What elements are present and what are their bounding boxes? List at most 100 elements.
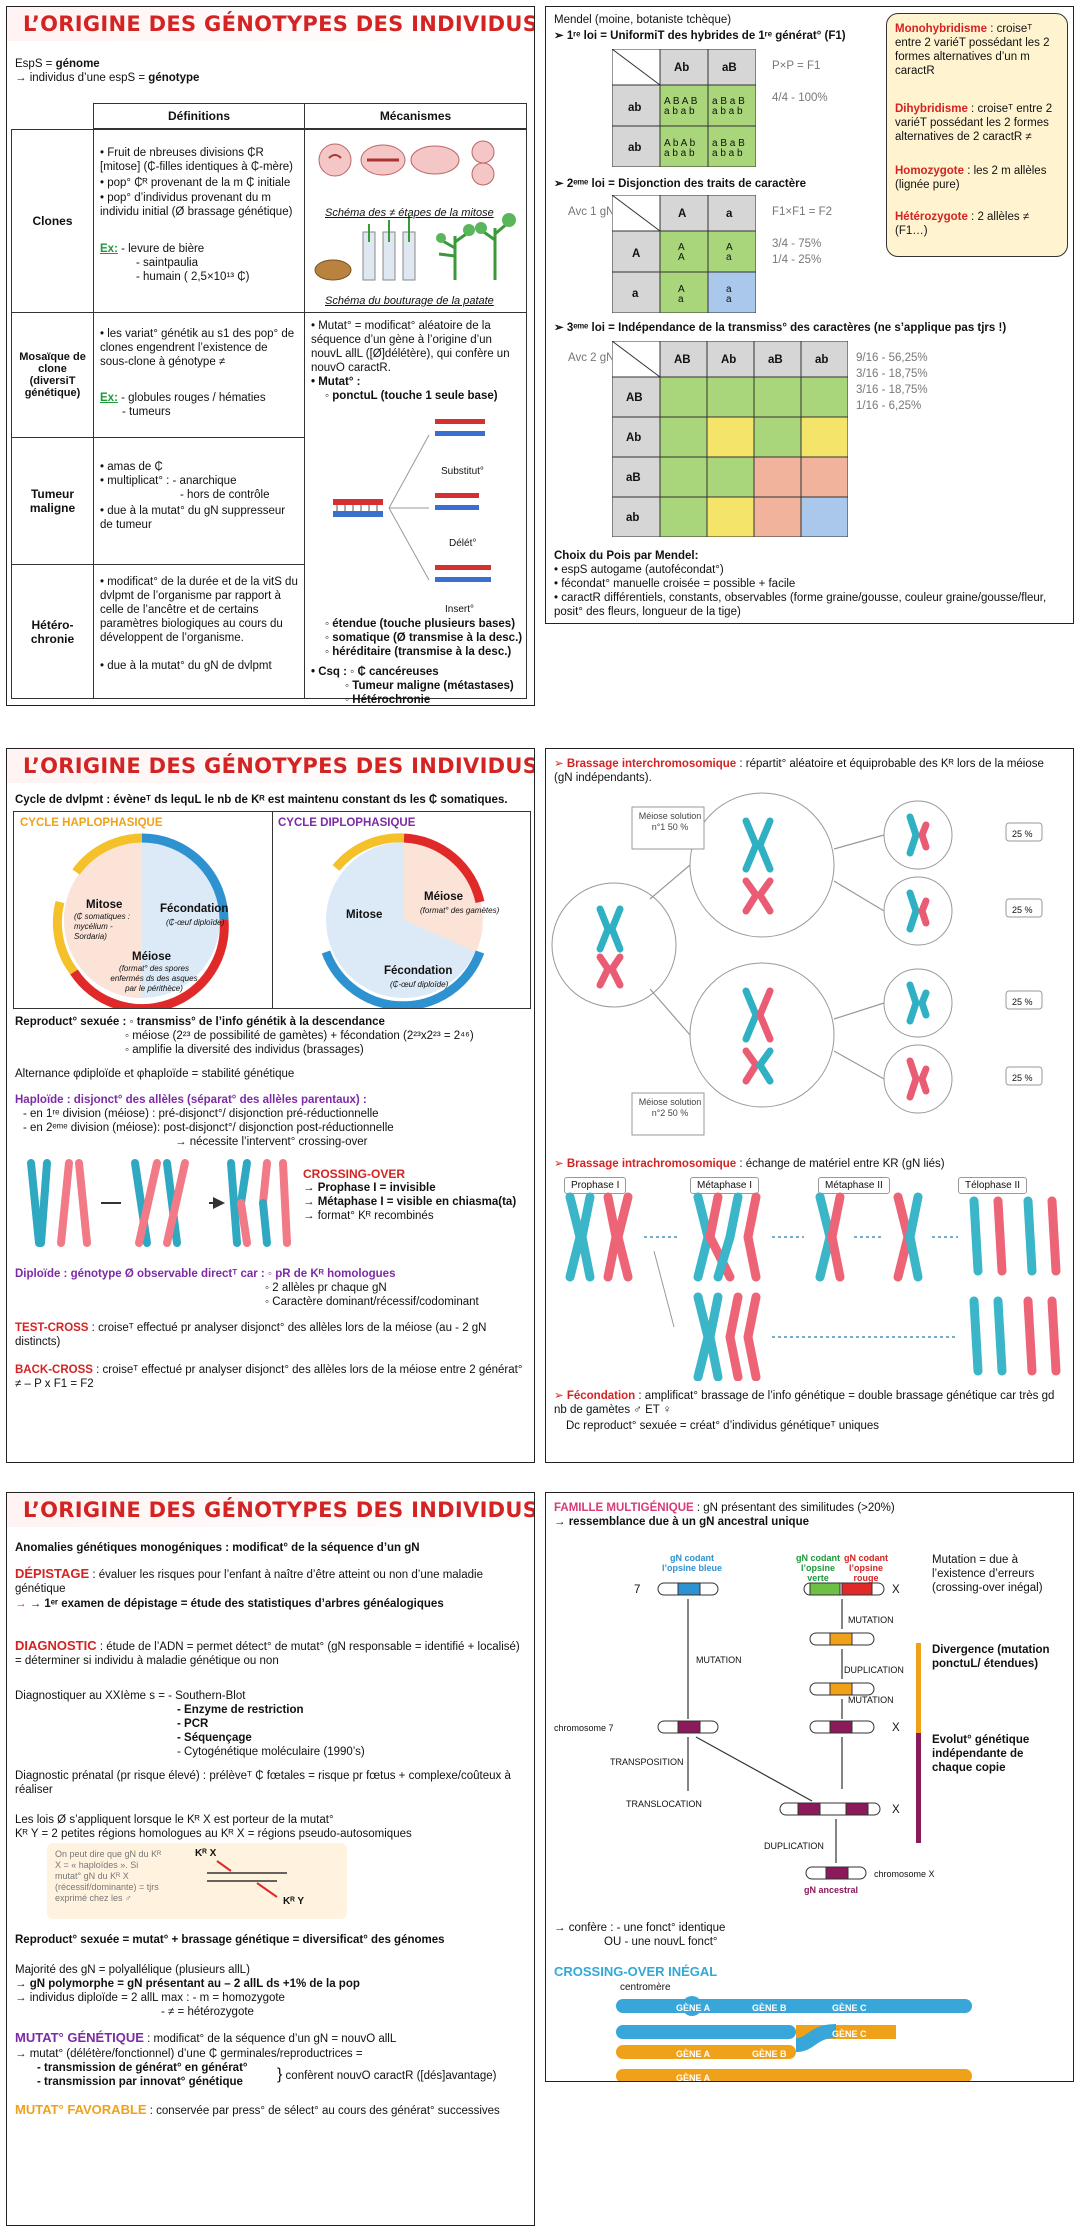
xx-3: - PCR [177, 1718, 209, 1730]
translocation-label: TRANSLOCATION [626, 1799, 702, 1809]
back-cross: BACK-CROSS : croiseᵀ effectué pr analyse… [15, 1364, 523, 1390]
haplo-mitose-sub: (₵ somatiques : mycélium - Sordaria) [74, 912, 131, 941]
g3-row-3: ab [626, 512, 640, 524]
anomalies: Anomalies génétiques monogéniques : modi… [15, 1542, 420, 1554]
multigene-family-diagram [657, 1582, 885, 1880]
panel-cycle: L’ORIGINE DES GÉNOTYPES DES INDIVIDUS Cy… [6, 748, 535, 1463]
bar-orange [916, 1643, 921, 1733]
diplo-mitose: Mitose [346, 909, 383, 921]
cycles-box: CYCLE HAPLOPHASIQUE CYCLE DIPLOPHASIQUE … [13, 811, 531, 1009]
mutation-label-2: MUTATION [848, 1615, 894, 1625]
polymorphe: → gN polymorphe = gN présentant au – 2 a… [15, 1978, 360, 1990]
g2-col-1: a [726, 208, 733, 220]
tumeur-def-3: - hors de contrôle [180, 489, 270, 501]
loi2-result-1: F1×F1 = F2 [772, 206, 833, 218]
chromosome-7: chromosome 7 [554, 1723, 614, 1733]
confere-2: OU - une nouvL fonct° [604, 1936, 718, 1948]
panel-famille: FAMILLE MULTIGÉNIQUE : gN présentant des… [545, 1492, 1074, 2082]
definitions-table: Définitions Mécanismes Clones Mosaïque d… [11, 103, 527, 705]
loi3-result-2: 3/16 - 18,75% [856, 368, 928, 380]
diplo-meiose-sub: (format° des gamètes) [420, 906, 500, 915]
g1-col-0: Ab [674, 62, 690, 74]
opsine-verte: gN codant l’opsine verte [796, 1553, 840, 1583]
panel-mendel: Mendel Mendel (moine, botaniste tchèque)… [545, 6, 1074, 624]
g1-col-1: aB [722, 62, 737, 74]
haplo-l2: - en 1ʳᵉ division (méiose) : pré-disjonc… [23, 1108, 379, 1120]
callout-hetero: Hétérozygote : 2 allèles ≠ (F1…) [895, 211, 1030, 237]
etendue: ◦ étendue (touche plusieurs bases) [325, 618, 516, 630]
row-head-heterochronie: Hétéro-chronie [11, 564, 94, 699]
mutat-def: • Mutat° = modificat° aléatoire de la sé… [311, 320, 510, 374]
loi-1: ➢ 1ʳᵉ loi = UniformiT des hybrides de 1ʳ… [554, 30, 846, 42]
diagnostic: DIAGNOSTIC : étude de l’ADN = permet dét… [15, 1638, 520, 1668]
diplo-fecond-sub: (₵-œuf diploïde) [390, 980, 449, 989]
repro-2: ◦ méiose (2²³ de possibilité de gamètes)… [125, 1030, 474, 1042]
callout-di: Dihybridisme : croiseᵀ entre 2 variéT po… [895, 103, 1053, 143]
xx-1: Diagnostiquer au XXIème s = - Southern-B… [15, 1690, 246, 1702]
co-1: → Prophase I = invisible [303, 1182, 436, 1194]
tumeur-def-4: • due à la mutat° du gN suppresseur de t… [100, 505, 286, 531]
row-head-mosaique: Mosaïque de clone (diversiT génétique) [11, 312, 94, 438]
loi3-result-4: 1/16 - 6,25% [856, 400, 922, 412]
haplo-mitose: Mitose [86, 899, 123, 911]
repro-3: ◦ amplifie la diversité des individus (b… [125, 1044, 364, 1056]
diplo-3: ◦ Caractère dominant/récessif/codominant [265, 1296, 479, 1308]
hetero-def-1: • modificat° de la durée et de la vitS d… [100, 576, 298, 644]
gene-b-2: GÈNE B [752, 2049, 787, 2059]
mg-5: } confèrent nouvO caractR ([dés]avantage… [277, 2066, 497, 2083]
meiose-solution-2: Méiose solution n°2 50 % [638, 1097, 702, 1118]
panel-anomalies: L’ORIGINE DES GÉNOTYPES DES INDIVIDUS An… [6, 1492, 535, 2226]
row-head-tumeur: Tumeur maligne [11, 437, 94, 565]
repro: Reproduct° sexuée = mutat° + brassage gé… [15, 1934, 445, 1946]
mosaique-ex-2: - tumeurs [122, 406, 171, 418]
phase-metaphase-1: Métaphase I [690, 1177, 760, 1194]
mutat-favorable: MUTAT° FAVORABLE : conservée par press° … [15, 2102, 500, 2118]
diplo-fecond: Fécondation [384, 965, 453, 977]
g3-row-1: Ab [626, 432, 642, 444]
haplo-meiose-sub: (format° des spores enfermés ds des asqu… [110, 964, 198, 993]
crossing-over-title: CROSSING-OVER [303, 1167, 406, 1181]
page-title: L’ORIGINE DES GÉNOTYPES DES INDIVIDUS [7, 1493, 534, 1527]
clones-def-3: • pop° d’individus provenant du m indivi… [100, 192, 293, 218]
individus: → individus diploïde = 2 allL max : - m … [15, 1992, 285, 2004]
mendel-text: Mendel (moine, botaniste tchèque) [554, 13, 732, 27]
prenatal: Diagnostic prénatal (pr risque élevé) : … [15, 1770, 511, 1796]
cell-clones-def: • Fruit de nbreuses divisions ₵R [mitose… [93, 129, 305, 313]
intro-line-2: → individus d’une espS = génotype [15, 72, 200, 84]
loi3-label: Avc 2 gN [568, 352, 615, 364]
cell-clones-meca: Schéma des ≠ étapes de la mitose Schéma … [304, 129, 527, 313]
side-bar [916, 1543, 921, 1663]
majorite: Majorité des gN = polyallélique (plusieu… [15, 1964, 250, 1976]
inter-line: ➢ Brassage interchromosomique : répartit… [554, 758, 1044, 784]
label-x-1: X [892, 1584, 900, 1596]
crossing-over-inegal: CROSSING-OVER INÉGAL [554, 1964, 718, 1979]
panel-definitions: L’ORIGINE DES GÉNOTYPES DES INDIVIDUS Es… [6, 6, 535, 706]
tumeur-def-1: • amas de ₵ [100, 461, 163, 473]
clones-ex-2: - saintpaulia [136, 257, 199, 269]
g1-row-1: ab [628, 142, 642, 154]
confere-1: → confère : - une fonct° identique [554, 1922, 726, 1934]
kx-ky-box: On peut dire que gN du Kᴿ X = « haploïde… [47, 1843, 347, 1919]
grid-1-shapes [612, 49, 756, 167]
unequal-crossing-over-diagram [616, 1996, 972, 2081]
label-7: 7 [634, 1584, 641, 1596]
callout-homo: Homozygote : les 2 m allèles (lignée pur… [895, 165, 1047, 191]
loi1-result-2: 4/4 - 100% [772, 92, 828, 104]
haplo-fecond: Fécondation [160, 903, 229, 915]
ky-label: Kᴿ Y [283, 1896, 305, 1907]
page-title: L’ORIGINE DES GÉNOTYPES DES INDIVIDUS [7, 749, 534, 783]
diplo-2: ◦ 2 allèles pr chaque gN [265, 1282, 387, 1294]
bouturage-caption: Schéma du bouturage de la patate [325, 295, 494, 307]
mitose-caption: Schéma des ≠ étapes de la mitose [325, 207, 494, 219]
kx-label: Kᴿ X [195, 1848, 217, 1859]
loi1-result-1: P×P = F1 [772, 60, 821, 72]
clones-ex-3: - humain ( 2,5×10¹³ ₵) [136, 271, 250, 283]
col-header-definitions: Définitions [93, 103, 305, 129]
note-divergence: Divergence (mutation ponctuL/ étendues) [932, 1644, 1050, 1670]
g3-col-2: aB [768, 354, 783, 366]
individus-2: - ≠ = hétérozygote [161, 2006, 254, 2018]
intro-line-1: EspS = génome [15, 58, 100, 70]
duplication-label-1: DUPLICATION [844, 1665, 904, 1675]
